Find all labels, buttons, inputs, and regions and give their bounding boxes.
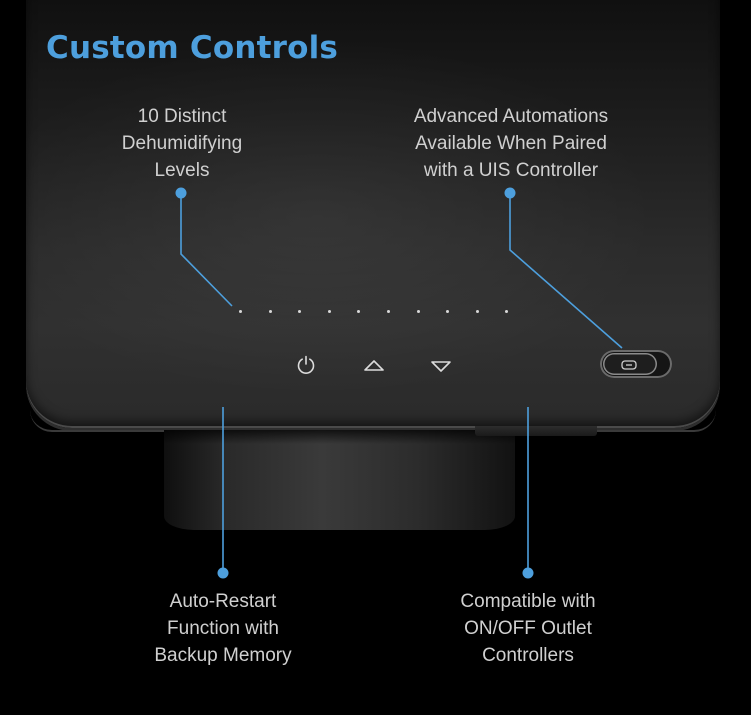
level-dot bbox=[475, 310, 479, 313]
callout-compatible: Compatible with ON/OFF Outlet Controller… bbox=[460, 591, 596, 666]
uis-port-icon bbox=[621, 360, 637, 370]
callout-auto-restart: Auto-Restart Function with Backup Memory bbox=[154, 591, 292, 666]
level-dot bbox=[298, 310, 302, 313]
page-title: Custom Controls bbox=[46, 30, 339, 66]
uis-port-plug bbox=[603, 353, 657, 375]
device-side-tab bbox=[475, 426, 597, 436]
power-icon[interactable] bbox=[295, 354, 317, 376]
level-dot bbox=[268, 310, 272, 313]
level-dot bbox=[327, 310, 331, 313]
base-shadow bbox=[164, 430, 515, 444]
callout-automations: Advanced Automations Available When Pair… bbox=[413, 106, 609, 181]
level-dot bbox=[446, 310, 450, 313]
level-dot bbox=[387, 310, 390, 313]
level-dot bbox=[357, 310, 361, 313]
arrow-up-icon[interactable] bbox=[363, 358, 385, 372]
level-dot bbox=[239, 310, 242, 313]
level-dot bbox=[416, 310, 420, 313]
arrow-down-icon[interactable] bbox=[430, 360, 452, 374]
callout-levels: 10 Distinct Dehumidifying Levels bbox=[121, 106, 243, 181]
level-dot bbox=[505, 310, 509, 313]
